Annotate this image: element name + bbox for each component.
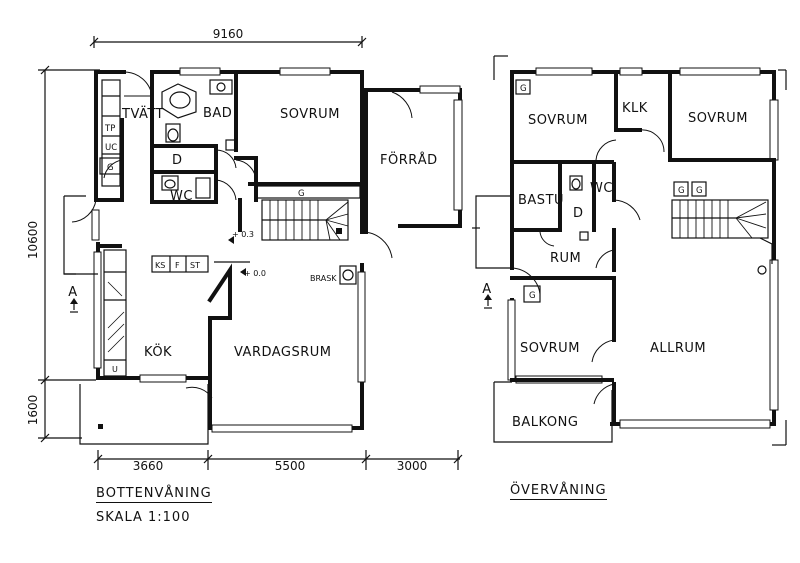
section-marker-ground (70, 298, 78, 313)
room-label-wc-ground: WC (170, 189, 193, 204)
fixture-label-u: U (112, 365, 118, 374)
upper-corner-marks (472, 55, 787, 446)
bath-fixtures (161, 79, 237, 199)
room-label-balkong: BALKONG (512, 415, 578, 430)
fixture-label-tp: TP (104, 124, 115, 134)
fixture-label-ks: KS (155, 261, 165, 270)
ground-floor-plan: 9160 10600 1600 3660 5500 3000 (26, 27, 463, 473)
upper-left-annex (475, 195, 512, 269)
dimension-top-width: 9160 (213, 27, 244, 41)
fixture-label-uc: UC (105, 143, 117, 153)
fixture-label-st: ST (190, 261, 200, 270)
upper-floor-title: ÖVERVÅNING (510, 483, 607, 500)
section-marker-upper (484, 294, 492, 309)
upper-balcony (493, 381, 613, 443)
fixture-label-g-2: G (696, 186, 703, 196)
fixture-label-g-sw: G (529, 291, 536, 301)
fixture-label-f: F (175, 261, 180, 270)
room-label-rum: RUM (550, 251, 581, 266)
room-label-vardagsrum: VARDAGSRUM (234, 345, 332, 360)
fireplace (339, 265, 357, 285)
dimension-bottom-right: 3000 (397, 459, 428, 473)
level-label-upper: + 0.3 (232, 230, 254, 239)
room-label-allrum: ALLRUM (650, 341, 706, 356)
room-label-sovrum-ground: SOVRUM (280, 107, 340, 122)
room-label-sovrum-sw: SOVRUM (520, 341, 580, 356)
room-label-bastu: BASTU (518, 193, 564, 208)
ground-floor-title: BOTTENVÅNING (96, 486, 212, 503)
room-label-bad: BAD (203, 106, 232, 121)
bottom-dimension-line (93, 450, 463, 470)
scale-label: SKALA 1:100 (96, 510, 191, 525)
ground-stairs (261, 199, 349, 241)
room-label-d-ground: D (172, 153, 183, 168)
upper-interior-walls (510, 70, 776, 426)
room-label-forrad: FÖRRÅD (380, 151, 438, 168)
fixture-label-g-nw: G (520, 84, 527, 94)
room-label-sovrum-nw: SOVRUM (528, 113, 588, 128)
room-label-sovrum-ne: SOVRUM (688, 111, 748, 126)
ground-floor-title-text: BOTTENVÅNING (96, 486, 212, 503)
section-label-a-upper: A (482, 282, 491, 297)
left-dimension-lines (38, 65, 100, 443)
upper-floor-title-text: ÖVERVÅNING (510, 483, 607, 500)
level-label-lower: + 0.0 (244, 269, 266, 278)
ground-windows (91, 67, 366, 433)
fixture-label-g-1: G (678, 186, 685, 196)
ground-doors (71, 71, 393, 399)
dimension-bottom-mid: 5500 (275, 459, 306, 473)
room-label-kok: KÖK (144, 343, 172, 360)
upper-stairs (671, 199, 773, 275)
room-label-d-upper: D (573, 206, 584, 221)
fixture-label-g-hall: G (298, 189, 305, 199)
fixture-label-g-laundry: G (107, 163, 114, 173)
upper-floor-plan: A SOVRUM KLK SOVRUM WC BASTU D RUM SOVRU… (472, 55, 787, 446)
section-label-a-ground: A (68, 285, 77, 300)
room-label-klk: KLK (622, 101, 648, 116)
upper-fixtures (515, 79, 707, 303)
room-label-tvatt: TVÄTT (121, 106, 164, 122)
upper-doors (511, 129, 665, 405)
dimension-left-height: 10600 (26, 221, 40, 259)
dimension-bottom-left: 3660 (133, 459, 164, 473)
fixture-label-brask: BRASK (310, 274, 337, 283)
level-markers (214, 236, 250, 276)
room-label-wc-upper: WC (590, 181, 613, 196)
ground-terrace (79, 384, 209, 445)
dimension-left-balcony: 1600 (26, 395, 40, 426)
top-dimension-line (89, 36, 367, 48)
hall-wardrobe (255, 185, 361, 199)
storage-annex-walls (364, 85, 463, 234)
kitchen-counters (99, 79, 209, 377)
